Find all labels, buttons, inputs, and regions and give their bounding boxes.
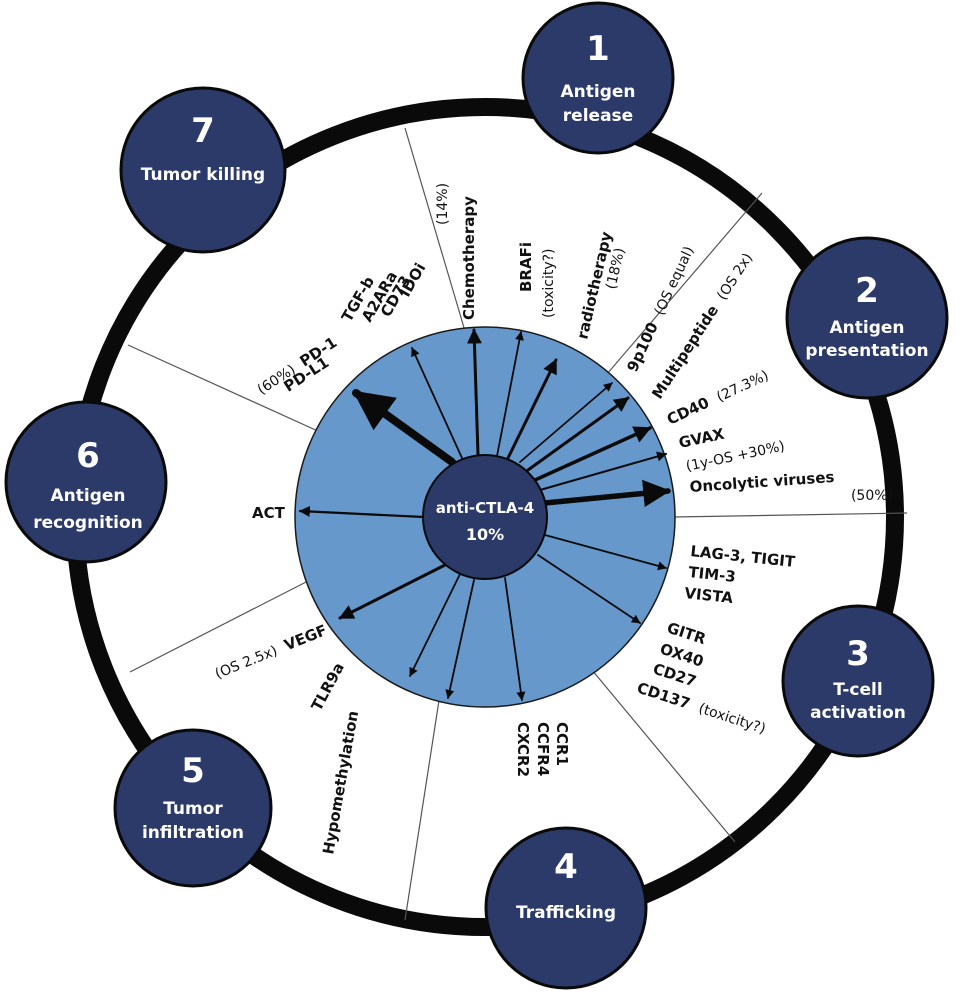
step-name: activation bbox=[810, 703, 906, 723]
step-number: 7 bbox=[191, 111, 215, 151]
divider-line bbox=[404, 693, 441, 921]
label-brafi: BRAFi bbox=[517, 242, 535, 292]
step-name: Antigen bbox=[50, 486, 125, 506]
step-name: T-cell bbox=[833, 680, 882, 700]
arrow-idoi bbox=[411, 347, 463, 459]
step-4: 4 Trafficking bbox=[484, 826, 648, 990]
divider-line bbox=[129, 579, 311, 673]
step-name: recognition bbox=[33, 513, 143, 533]
step-name: Tumor killing bbox=[141, 165, 265, 185]
center-value: 10% bbox=[466, 525, 504, 544]
step-circle bbox=[484, 826, 648, 990]
step-3: 3 T-cell activation bbox=[781, 604, 935, 758]
step-circle bbox=[113, 728, 273, 888]
step-name: infiltration bbox=[142, 823, 244, 843]
arrow-costim bbox=[537, 554, 641, 624]
arrow-cd40 bbox=[533, 426, 652, 482]
arrows bbox=[298, 328, 671, 701]
arrow-multipeptide bbox=[526, 396, 630, 472]
arrow-hypomethylation bbox=[445, 579, 475, 699]
label-tim3: TIM-3 bbox=[688, 563, 737, 586]
step-number: 6 bbox=[76, 436, 100, 476]
arrow-radiotherapy bbox=[506, 358, 558, 460]
arrow-act bbox=[298, 505, 426, 519]
arrow-pd1 bbox=[352, 389, 456, 466]
step-circle bbox=[119, 86, 287, 254]
step-circle bbox=[785, 236, 949, 400]
arrow-gvax bbox=[539, 451, 667, 491]
label-cxcr2: CXCR2 bbox=[514, 722, 532, 777]
step-number: 2 bbox=[855, 271, 879, 311]
divider-line bbox=[673, 512, 908, 518]
step-name: Antigen bbox=[829, 318, 904, 338]
step-7: 7 Tumor killing bbox=[119, 86, 287, 254]
arrow-chemokines bbox=[504, 577, 526, 701]
step-5: 5 Tumor infiltration bbox=[113, 728, 273, 888]
step-circle bbox=[521, 1, 675, 155]
divider-line bbox=[594, 192, 763, 389]
arrow-oncolytic bbox=[542, 479, 671, 508]
step-name: presentation bbox=[805, 341, 928, 361]
note-oncolytic: (50%) bbox=[851, 488, 893, 504]
label-ccr1: CCR1 bbox=[553, 722, 571, 766]
label-ccfr4: CCFR4 bbox=[534, 722, 552, 776]
arrow-tlr9a bbox=[409, 573, 461, 677]
step-6: 6 Antigen recognition bbox=[4, 400, 168, 564]
arrow-checkpoints bbox=[544, 534, 667, 571]
center-label: anti-CTLA-4 bbox=[436, 499, 534, 517]
label-act: ACT bbox=[252, 504, 286, 522]
divider-line bbox=[404, 127, 471, 349]
step-number: 3 bbox=[846, 634, 870, 674]
step-number: 1 bbox=[586, 29, 610, 69]
step-number: 5 bbox=[181, 751, 205, 791]
label-vista: VISTA bbox=[684, 584, 735, 607]
center-circle bbox=[422, 454, 548, 580]
label-chemotherapy: Chemotherapy bbox=[460, 196, 478, 320]
step-circle bbox=[781, 604, 935, 758]
step-circle bbox=[4, 400, 168, 564]
step-name: Antigen bbox=[560, 82, 635, 102]
divider-line bbox=[581, 657, 736, 843]
step-name: Tumor bbox=[163, 799, 223, 819]
note-chemotherapy: (14%) bbox=[435, 183, 451, 225]
arrow-brafi bbox=[496, 331, 524, 457]
step-1: 1 Antigen release bbox=[521, 1, 675, 155]
arrow-vegf bbox=[338, 563, 447, 620]
step-2: 2 Antigen presentation bbox=[785, 236, 949, 400]
sector-dividers bbox=[127, 127, 908, 921]
arrow-gp100 bbox=[519, 382, 613, 463]
arrow-chemotherapy bbox=[466, 328, 482, 457]
step-name: Trafficking bbox=[516, 903, 616, 923]
step-number: 4 bbox=[554, 847, 578, 887]
divider-line bbox=[127, 344, 321, 433]
note-brafi: (toxicity?) bbox=[541, 248, 557, 318]
step-name: release bbox=[563, 106, 633, 126]
